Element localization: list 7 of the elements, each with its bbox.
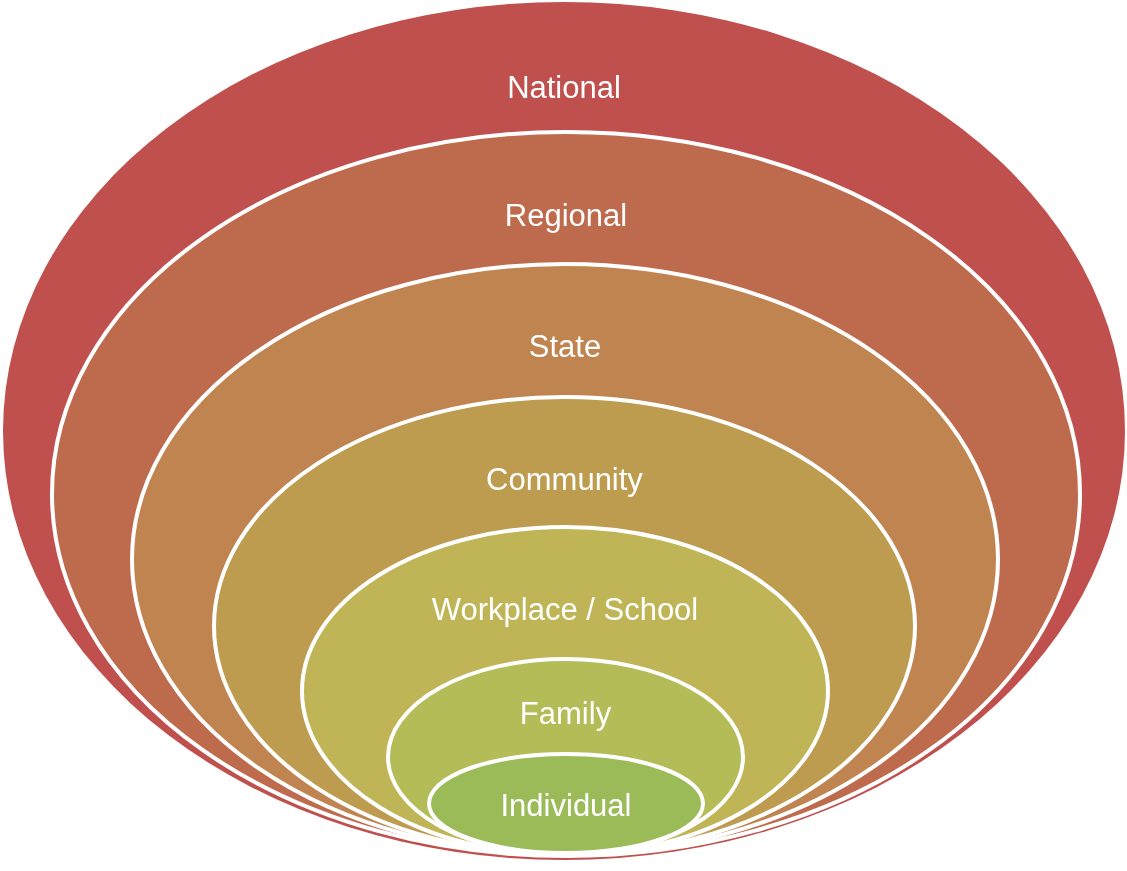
layer-label: Individual — [500, 788, 632, 824]
layer-label: Workplace / School — [431, 592, 699, 628]
layer-label: National — [507, 70, 621, 106]
layer-label: Family — [519, 696, 612, 732]
layer-label: Regional — [504, 198, 628, 234]
layer-label: Community — [486, 462, 643, 498]
layer-label: State — [528, 329, 602, 365]
